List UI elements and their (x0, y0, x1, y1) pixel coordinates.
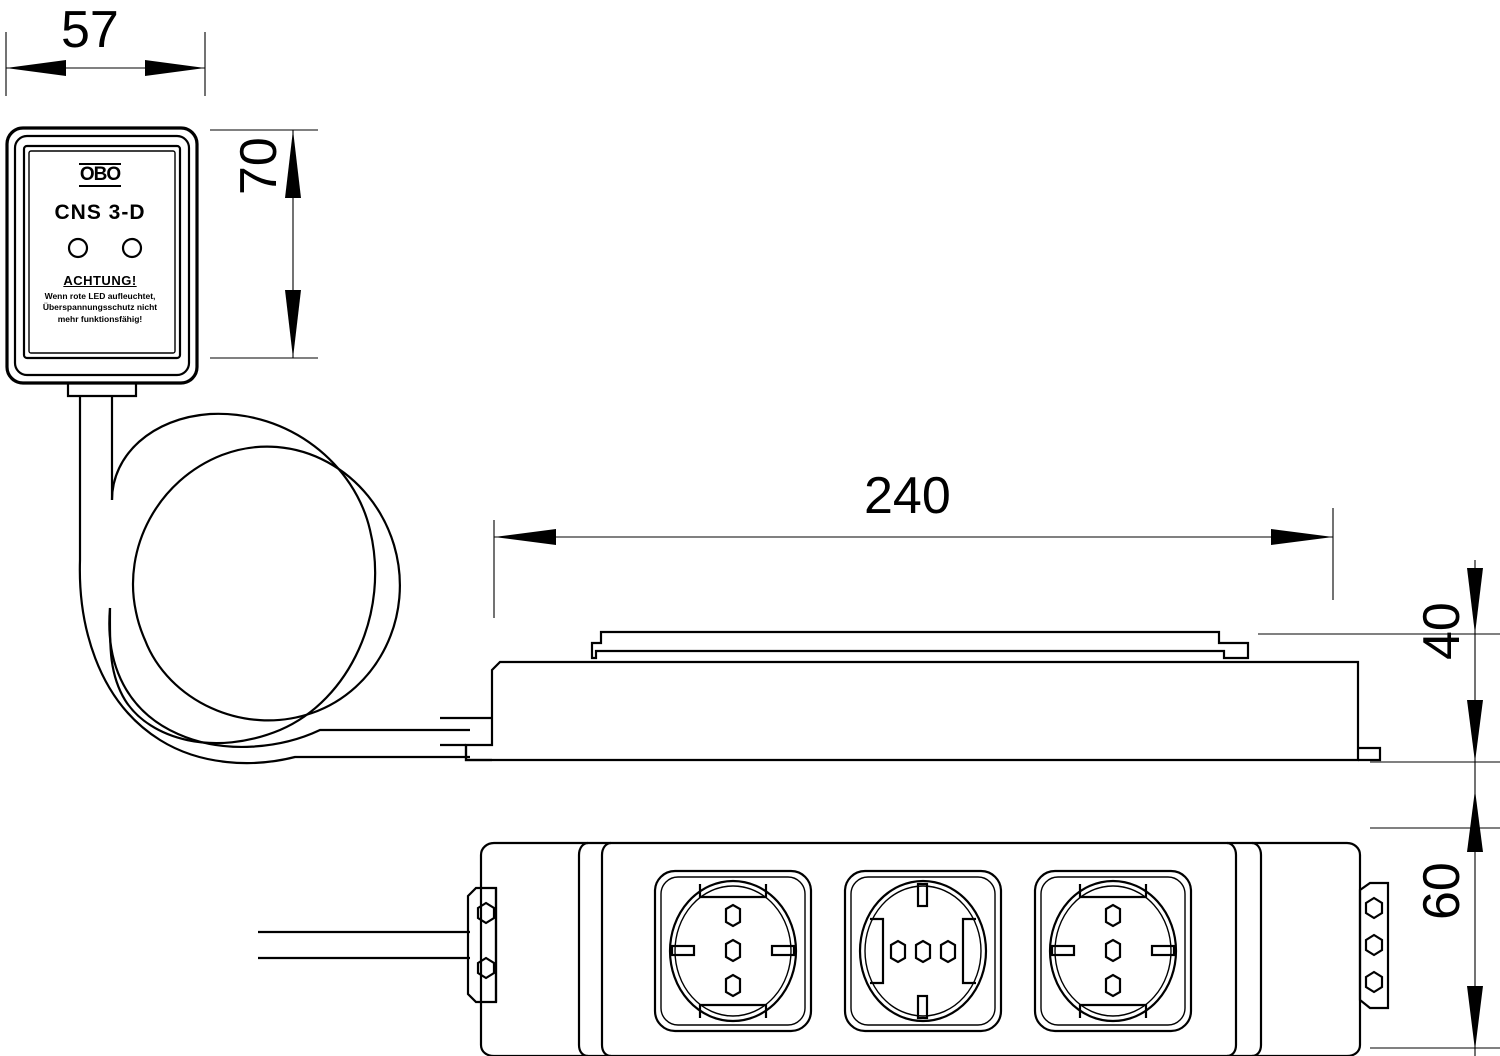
model-text: CNS 3-D (54, 200, 146, 224)
dimension-70 (210, 129, 318, 359)
socket-1 (653, 869, 813, 1033)
warning-line-3: mehr funktionsfähig! (57, 313, 143, 324)
warning-line-2: Überspannungsschutz nicht (42, 302, 158, 313)
dimension-label-70: 70 (230, 137, 288, 195)
dimension-label-240: 240 (864, 467, 951, 525)
dimension-57 (5, 32, 206, 96)
brand-logo: OBO (78, 163, 121, 187)
dimension-label-60: 60 (1413, 862, 1471, 920)
warning-line-1: Wenn rote LED aufleuchtet, (44, 290, 156, 301)
monitoring-unit-front-view (5, 126, 199, 398)
socket-strip-side-view (440, 630, 1382, 762)
dimension-label-40: 40 (1413, 602, 1471, 660)
dimension-label-57: 57 (61, 1, 119, 59)
dimension-240 (493, 508, 1334, 618)
coiled-cable (78, 396, 470, 765)
device-label: OBO CNS 3-D ACHTUNG! Wenn rote LED aufle… (18, 148, 182, 356)
socket-3 (1033, 869, 1193, 1033)
socket-2 (843, 869, 1003, 1033)
dimension-60 (1370, 762, 1500, 1056)
warning-title: ACHTUNG! (63, 272, 137, 288)
socket-strip-plan-view (258, 841, 1390, 1056)
dimension-40 (1258, 560, 1500, 763)
